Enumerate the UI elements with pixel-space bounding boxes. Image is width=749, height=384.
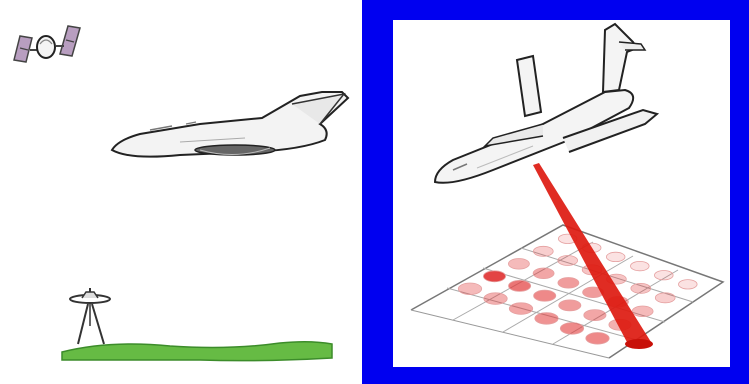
laser-footprint [533, 268, 554, 279]
aircraft-icon [435, 24, 657, 183]
laser-footprint [558, 256, 578, 266]
satellite-icon [14, 26, 80, 62]
laser-footprint [632, 306, 653, 317]
laser-footprint [560, 323, 583, 335]
laser-footprint [631, 261, 650, 270]
laser-footprint [509, 303, 532, 315]
gps-ground-station-icon [70, 288, 110, 344]
laser-scanning-diagram [393, 20, 730, 367]
laser-footprint [655, 293, 675, 303]
laser-footprint [558, 278, 579, 289]
laser-footprint [606, 252, 625, 261]
laser-footprint [509, 280, 531, 291]
left-panel [0, 0, 362, 384]
aircraft-icon [112, 92, 348, 157]
laser-footprint [535, 313, 558, 325]
right-panel [393, 20, 730, 367]
laser-footprint [679, 280, 698, 289]
laser-footprint [631, 283, 651, 293]
laser-footprint [483, 271, 505, 282]
laser-footprint [586, 333, 609, 345]
gps-aircraft-diagram [0, 0, 362, 384]
laser-footprint [508, 259, 529, 270]
beam-spot [625, 339, 653, 349]
laser-footprint [559, 300, 581, 311]
ground-terrain [62, 342, 332, 361]
laser-footprint [584, 310, 606, 321]
footprint-grid [411, 225, 723, 358]
laser-footprint [458, 283, 481, 295]
laser-footprint [533, 246, 553, 256]
laser-footprint [484, 293, 507, 305]
laser-footprint [534, 290, 556, 301]
laser-footprint [655, 271, 674, 280]
